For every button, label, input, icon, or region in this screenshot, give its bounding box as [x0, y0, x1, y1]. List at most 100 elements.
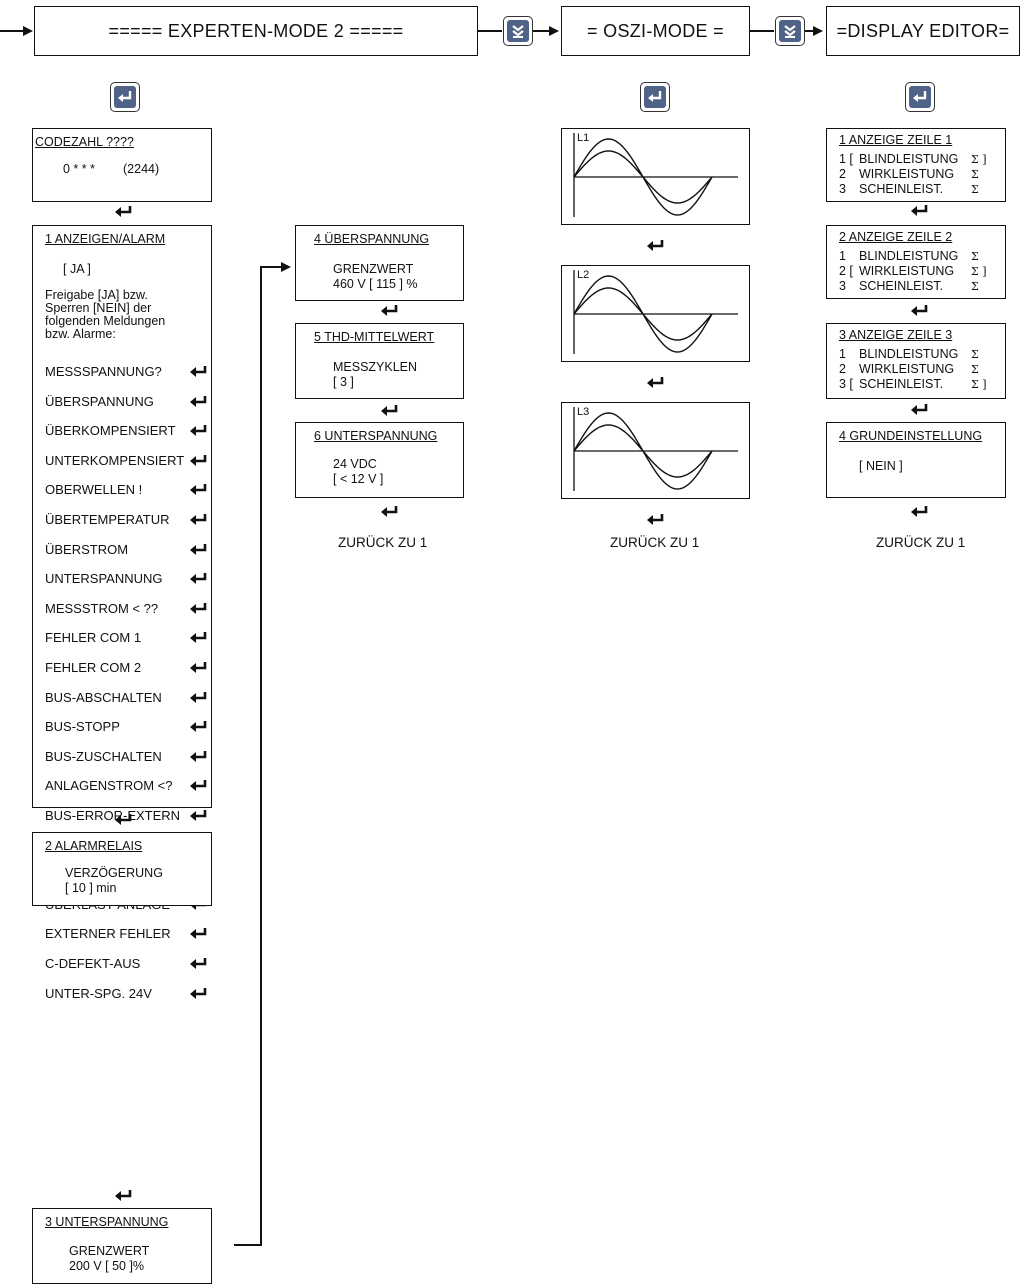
alarm-item-label: ÜBERSPANNUNG	[45, 393, 154, 409]
entry-line	[0, 30, 24, 32]
alarm-item-label: OBERWELLEN !	[45, 482, 143, 498]
enter-arrow-icon	[190, 662, 207, 673]
row-number: 2 [	[839, 264, 853, 278]
enter-arrow-icon	[190, 958, 207, 969]
anzeige-zeile-1-title: 1 ANZEIGE ZEILE 1	[839, 133, 953, 147]
enter-button[interactable]	[905, 82, 935, 112]
enter-arrow-icon	[190, 425, 207, 437]
anzeige-zeile-3-title: 3 ANZEIGE ZEILE 3	[839, 328, 953, 342]
alarm-item-label: ÜBERKOMPENSIERT	[45, 423, 176, 439]
codezahl-value: (2244)	[123, 162, 160, 176]
unterspannung-label: GRENZWERT	[69, 1244, 150, 1258]
alarm-item-label: UNTERSPANNUNG	[45, 571, 163, 587]
alarm-item-label: BUS-STOPP	[45, 719, 120, 735]
scroll-down-button[interactable]	[503, 16, 533, 46]
enter-arrow-icon	[190, 780, 207, 792]
alarm-item-label: ANLAGENSTROM <?	[45, 778, 173, 794]
row-label: SCHEINLEIST.	[859, 377, 944, 391]
alarm-item-label: BUS-ABSCHALTEN	[45, 689, 162, 705]
codezahl-title: CODEZAHL ????	[35, 135, 134, 149]
alarmrelais-value: [ 10 ] min	[65, 881, 117, 895]
enter-arrow-icon	[647, 240, 664, 251]
enter-icon	[913, 91, 927, 102]
enter-arrow-icon	[190, 366, 207, 377]
description-line: Freigabe [JA] bzw.	[45, 288, 148, 302]
codezahl-stars: 0 * * *	[63, 162, 95, 176]
ueberspannung-value: 460 V [ 115 ] %	[333, 277, 418, 291]
alarm-item-label: UNTERKOMPENSIERT	[45, 452, 185, 468]
entry-arrow	[23, 26, 33, 36]
ueberspannung-title: 4 ÜBERSPANNUNG	[314, 232, 430, 246]
flow-line	[750, 30, 774, 32]
phase-label: L1	[577, 132, 590, 144]
thd-mittelwert-title: 5 THD-MITTELWERT	[314, 330, 435, 344]
sigma-symbol: Σ ]	[971, 153, 987, 166]
row-label: WIRKLEISTUNG	[859, 167, 955, 181]
row-number: 3	[839, 182, 846, 196]
alarm-item-label: EXTERNER FEHLER	[45, 926, 171, 942]
alarmrelais-title: 2 ALARMRELAIS	[45, 839, 143, 853]
scroll-down-button[interactable]	[775, 16, 805, 46]
enter-button[interactable]	[640, 82, 670, 112]
enter-arrow-icon	[190, 987, 207, 999]
alarm-item-label: ÜBERTEMPERATUR	[45, 512, 170, 527]
enter-arrow-icon	[190, 514, 207, 525]
flow-line	[805, 30, 814, 32]
codezahl-box: CODEZAHL ???? 0 * * * (2244)	[32, 128, 212, 202]
sigma-symbol: Σ ]	[971, 378, 987, 391]
back-to-1-label: ZURÜCK ZU 1	[876, 535, 966, 550]
row-number: 1	[839, 347, 846, 361]
enter-arrow-icon	[190, 543, 207, 555]
alarm-item-label: BUS-ZUSCHALTEN	[45, 748, 162, 764]
sigma-symbol: Σ ]	[971, 265, 987, 278]
flow-arrow	[813, 26, 823, 36]
unterspannung-24v-value: [ < 12 V ]	[333, 472, 384, 486]
alarmrelais-label: VERZÖGERUNG	[65, 866, 163, 880]
row-label: BLINDLEISTUNG	[859, 152, 959, 166]
enter-arrow-icon	[115, 206, 132, 217]
enter-arrow-icon	[115, 814, 132, 825]
row-number: 3	[839, 279, 846, 293]
oscilloscope-box: L1	[561, 128, 750, 225]
phase-label: L2	[577, 269, 590, 281]
enter-arrow-icon	[911, 205, 928, 216]
enter-arrow-icon	[190, 750, 207, 762]
enter-arrow-icon	[381, 506, 398, 517]
connector-line	[260, 266, 262, 1246]
row-number: 1	[839, 249, 846, 263]
alarm-item-label: MESSSPANNUNG?	[45, 364, 162, 379]
ueberspannung-label: GRENZWERT	[333, 262, 414, 276]
grundeinstellung-value: [ NEIN ]	[859, 459, 903, 473]
ueberspannung-box: 4 ÜBERSPANNUNG GRENZWERT 460 V [ 115 ] %	[295, 225, 464, 301]
enter-arrow-icon	[190, 573, 207, 585]
header-display-editor: =DISPLAY EDITOR=	[826, 6, 1020, 56]
anzeigen-alarm-title: 1 ANZEIGEN/ALARM	[45, 232, 166, 246]
unterspannung-24v-title: 6 UNTERSPANNUNG	[314, 429, 438, 443]
row-label: WIRKLEISTUNG	[859, 264, 955, 278]
anzeige-zeile-2-title: 2 ANZEIGE ZEILE 2	[839, 230, 953, 244]
enter-arrow-icon	[190, 691, 207, 703]
current-curve	[573, 287, 713, 341]
row-number: 1 [	[839, 152, 853, 166]
enter-arrow-icon	[381, 405, 398, 416]
header-oszi-mode: = OSZI-MODE =	[561, 6, 750, 56]
enter-arrow-icon	[190, 395, 207, 407]
row-label: SCHEINLEIST.	[859, 279, 944, 293]
grundeinstellung-box: 4 GRUNDEINSTELLUNG [ NEIN ]	[826, 422, 1006, 498]
connector-line	[260, 266, 282, 268]
enter-arrow-icon	[647, 514, 664, 525]
row-label: WIRKLEISTUNG	[859, 362, 955, 376]
row-label: SCHEINLEIST.	[859, 182, 944, 196]
row-label: BLINDLEISTUNG	[859, 249, 959, 263]
enter-arrow-icon	[190, 721, 207, 733]
thd-mittelwert-box: 5 THD-MITTELWERT MESSZYKLEN [ 3 ]	[295, 323, 464, 399]
enter-button[interactable]	[110, 82, 140, 112]
header-experten-mode: ===== EXPERTEN-MODE 2 =====	[34, 6, 478, 56]
alarm-item-label: ÜBERSTROM	[45, 541, 129, 557]
anzeigen-alarm-box: 1 ANZEIGEN/ALARM [ JA ] Freigabe [JA] bz…	[32, 225, 212, 1001]
double-chevron-down-icon	[784, 25, 796, 38]
enter-icon	[118, 91, 132, 102]
enter-arrow-icon	[911, 506, 928, 517]
